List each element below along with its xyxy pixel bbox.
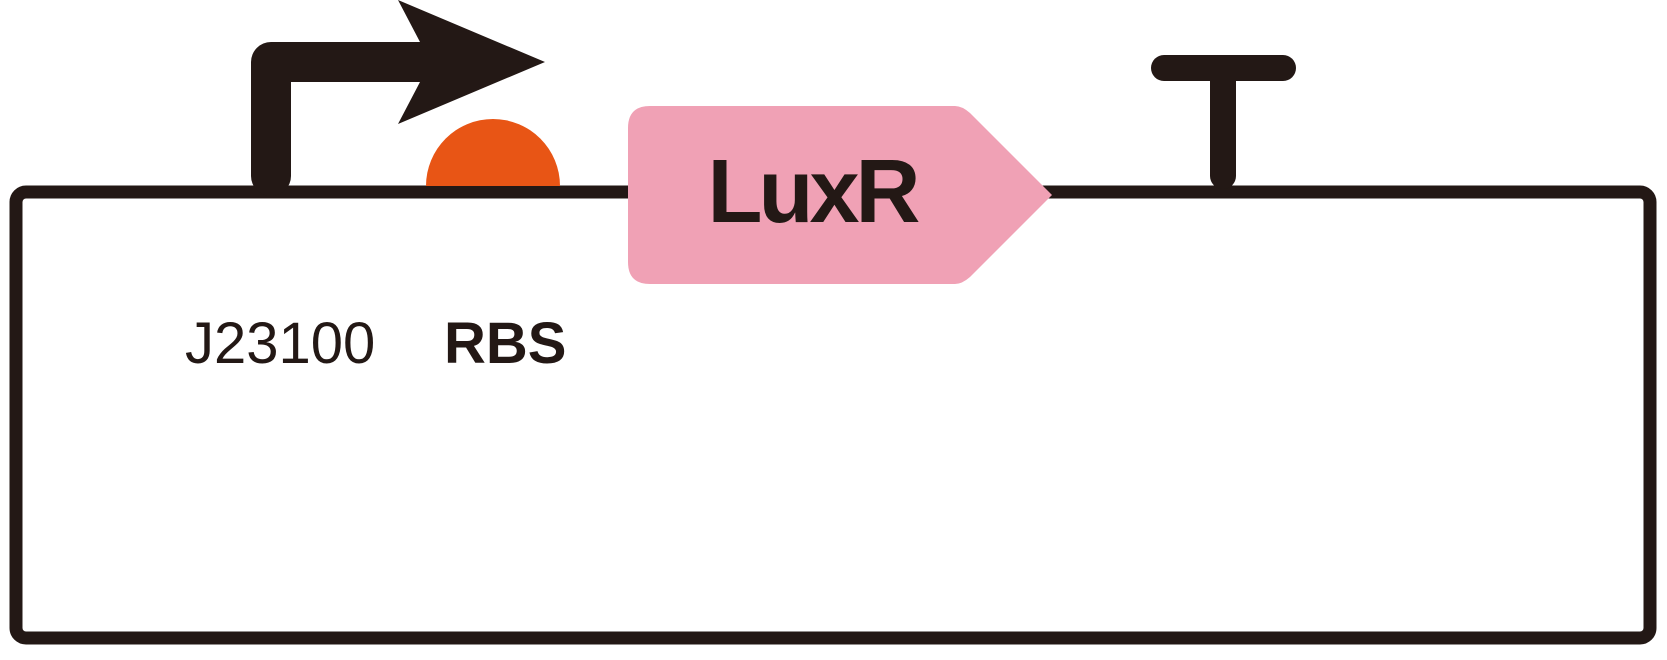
cds-icon — [628, 106, 1052, 284]
rbs-icon — [426, 119, 560, 186]
cds-label: LuxR — [708, 142, 920, 242]
promoter-icon — [251, 0, 545, 196]
rbs-label: RBS — [444, 311, 566, 376]
promoter-label: J23100 — [185, 311, 375, 376]
terminator-icon — [1151, 55, 1296, 189]
